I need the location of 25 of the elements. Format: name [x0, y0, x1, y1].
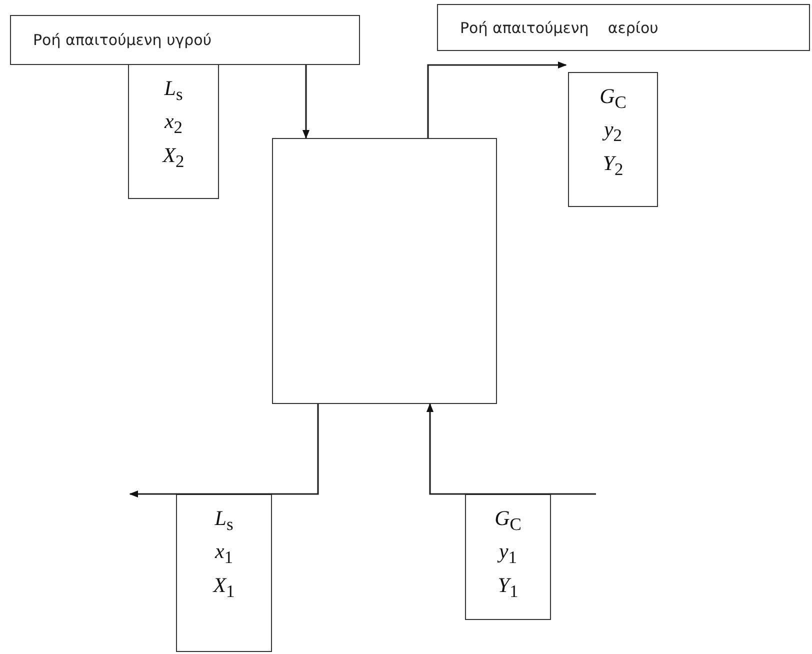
stream-variables-box	[465, 494, 551, 620]
variable-symbol: X$_{1}$	[213, 574, 235, 602]
flow-arrow	[302, 65, 310, 139]
stream-label: Ροή απαιτούμενη αερίου	[460, 18, 658, 36]
variable-symbol: L$_{s}$	[214, 507, 234, 534]
variable-symbol: G$_{C}$	[494, 507, 522, 534]
variable-symbol: Y$_{2}$	[602, 152, 624, 180]
stream-label: Ροή απαιτούμενη υγρού	[33, 31, 212, 49]
variable-symbol: X$_{2}$	[162, 144, 184, 172]
stream-label-box	[10, 15, 360, 65]
variable-symbol: x$_{2}$	[164, 110, 183, 138]
variable-symbol: y$_{2}$	[604, 118, 622, 146]
stream-variables-box	[568, 72, 658, 207]
flow-arrow	[426, 403, 596, 495]
variable-symbol: Y$_{1}$	[498, 574, 518, 602]
variable-symbol: y$_{1}$	[498, 540, 518, 568]
column-box	[272, 138, 497, 404]
stream-label-box	[437, 4, 810, 51]
stream-variables-box	[128, 64, 219, 199]
flow-arrow	[427, 61, 567, 138]
flow-arrow	[129, 404, 319, 498]
variable-symbol: G$_{C}$	[600, 85, 626, 112]
variable-symbol: L$_{s}$	[164, 77, 183, 104]
variable-symbol: x$_{1}$	[214, 540, 234, 568]
stream-variables-box	[176, 494, 272, 652]
